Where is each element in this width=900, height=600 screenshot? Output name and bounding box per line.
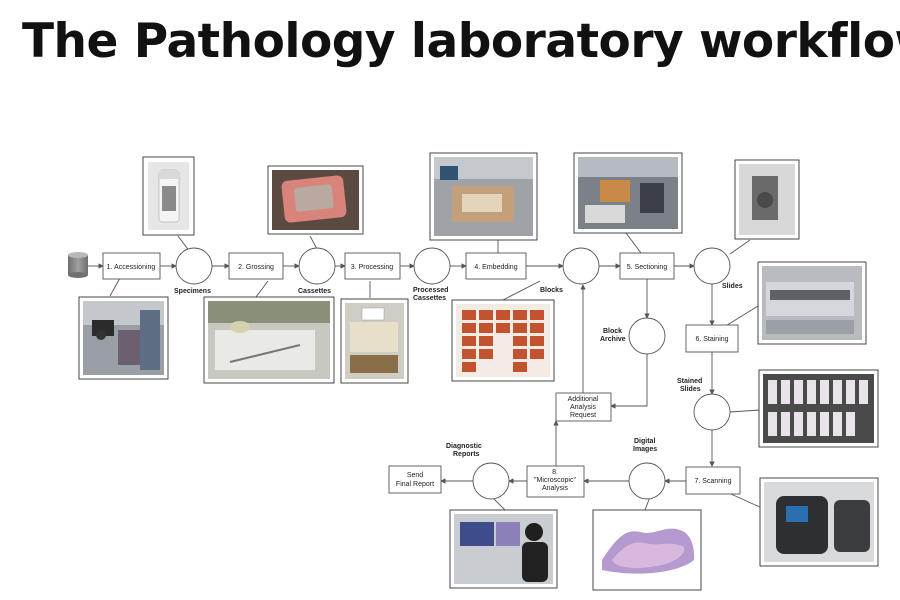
step-embedding: [465, 252, 527, 280]
diagnostic-label-1: Diagnostic: [446, 443, 482, 450]
step-grossing: [228, 252, 284, 280]
step-microscopic: [526, 465, 585, 498]
cassettes-label: Cassettes: [298, 288, 331, 295]
node-block-archive: [628, 317, 666, 355]
processed-label-2: Cassettes: [413, 295, 446, 302]
microscopic-label-1: 8.: [552, 469, 558, 476]
photo-microtome: [734, 159, 800, 240]
additional-label-1: Additional: [568, 396, 599, 403]
digital-label-2: Images: [633, 446, 657, 453]
database-icon: [68, 252, 88, 278]
step-processing: [344, 252, 401, 280]
photo-digital-slide-image: [592, 509, 702, 591]
photo-embedding-station: [429, 152, 538, 241]
photo-paraffin-blocks: [451, 299, 555, 382]
photo-tissue-processor: [340, 298, 409, 384]
node-cassettes: [298, 247, 336, 285]
photo-specimen-tube: [142, 156, 195, 236]
processed-label-1: Processed: [413, 287, 448, 294]
node-blocks: [562, 247, 600, 285]
microscopic-label-2: "Microscopic": [534, 477, 576, 484]
processing-label: 3. Processing: [351, 264, 394, 271]
step-send-report: [388, 465, 442, 494]
node-stained-slides: [693, 393, 731, 431]
node-processed-cassettes: [413, 247, 451, 285]
additional-label-2: Analysis: [570, 404, 597, 411]
digital-label-1: Digital: [634, 438, 655, 445]
step-staining: [685, 324, 739, 353]
send-label-2: Final Report: [396, 481, 434, 488]
node-diagnostic-reports: [472, 462, 510, 500]
photo-accessioning-desk: [78, 296, 169, 380]
sectioning-label: 5. Sectioning: [627, 264, 668, 271]
stained-label-1: Stained: [677, 378, 702, 385]
photo-stained-slides: [758, 369, 879, 448]
diagnostic-label-2: Reports: [453, 451, 480, 458]
scanning-label: 7. Scanning: [695, 478, 732, 485]
accessioning-label: 1. Accessioning: [107, 264, 156, 271]
embedding-label: 4. Embedding: [474, 264, 517, 271]
specimens-label: Specimens: [174, 288, 211, 295]
blocks-label: Blocks: [540, 287, 563, 294]
microscopic-label-3: Analysis: [542, 485, 569, 492]
slides-label: Slides: [722, 283, 743, 290]
node-digital-images: [628, 462, 666, 500]
step-accessioning: [102, 252, 161, 280]
step-sectioning: [619, 252, 675, 280]
send-label-1: Send: [407, 472, 423, 479]
stained-label-2: Slides: [680, 386, 701, 393]
photo-cassette-tray: [267, 165, 364, 235]
block-archive-label-1: Block: [603, 328, 622, 335]
photo-pathologist-workstation: [449, 509, 558, 589]
node-slides: [693, 247, 731, 285]
photo-sectioning-lab: [573, 152, 683, 234]
staining-label: 6. Staining: [695, 336, 728, 343]
grossing-label: 2. Grossing: [238, 264, 274, 271]
page-title: The Pathology laboratory workflow: [22, 14, 900, 69]
photo-stainer: [757, 261, 867, 345]
node-specimens: [175, 247, 213, 285]
photo-grossing-station: [203, 296, 335, 384]
additional-label-3: Request: [570, 412, 596, 419]
photo-slide-scanner: [759, 477, 879, 567]
step-additional-request: [555, 392, 612, 422]
block-archive-label-2: Archive: [600, 336, 626, 343]
step-scanning: [685, 466, 741, 495]
